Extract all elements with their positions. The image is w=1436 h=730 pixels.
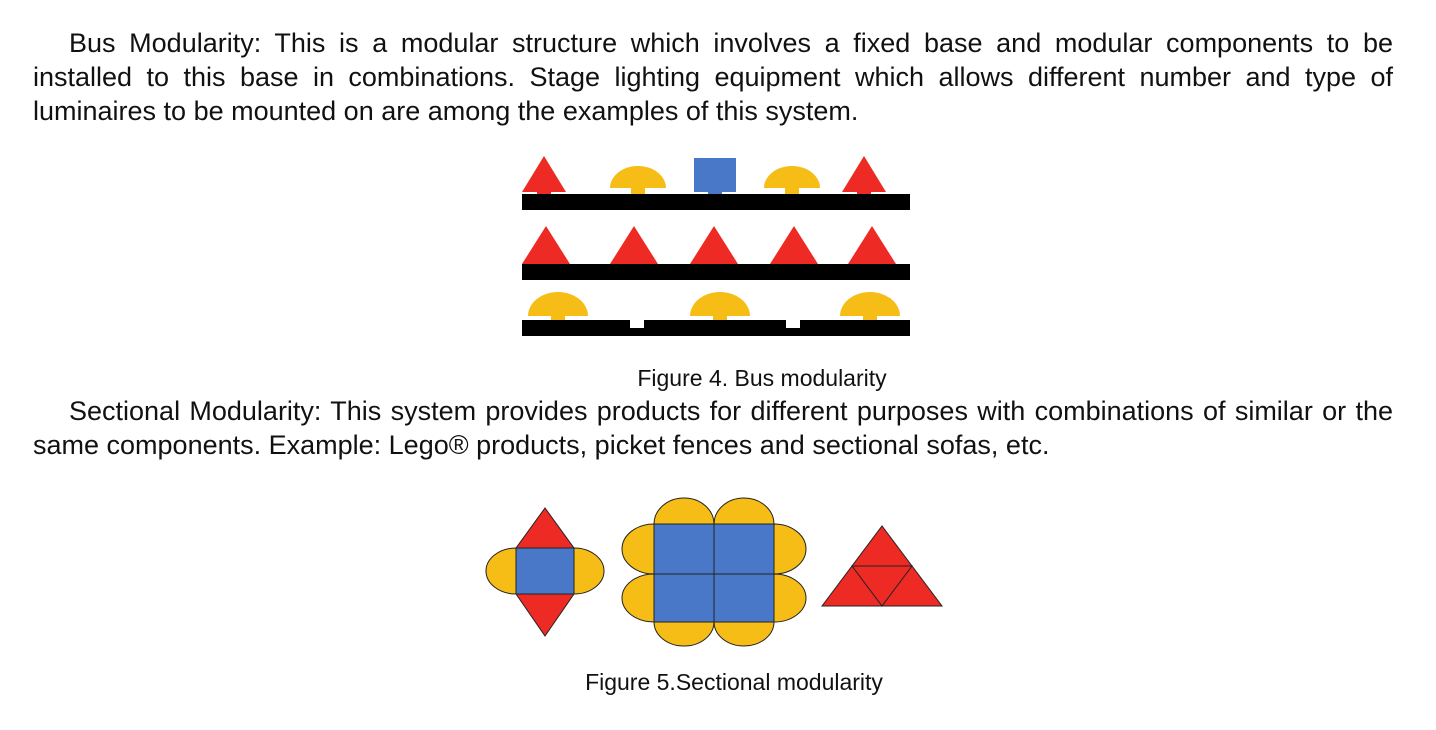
red-triangle-module xyxy=(770,226,818,264)
blue-square-module xyxy=(694,158,736,192)
blue-square-bottom-right xyxy=(713,573,775,623)
bus-base-bar xyxy=(522,320,910,336)
yellow-lobe-bottom-left xyxy=(653,621,715,647)
inner-triangle-lines xyxy=(851,565,913,607)
yellow-lobe-right-bottom xyxy=(773,573,807,623)
red-triangle-module xyxy=(522,156,566,192)
yellow-dome-module xyxy=(690,292,750,316)
red-triangle-top xyxy=(515,507,575,549)
paragraph-bus-modularity: Bus Modularity: This is a modular struct… xyxy=(33,26,1393,128)
yellow-dome-module xyxy=(610,166,666,188)
yellow-lobe-left-bottom xyxy=(621,573,655,623)
bus-base-bar xyxy=(522,194,910,210)
red-triangle-module xyxy=(522,226,570,264)
paragraph-sectional-modularity: Sectional Modularity: This system provid… xyxy=(33,394,1393,462)
figure-5-caption: Figure 5.Sectional modularity xyxy=(585,669,883,695)
red-triangle-module xyxy=(848,226,896,264)
yellow-lobe-right-top xyxy=(773,523,807,575)
yellow-dome-module xyxy=(764,166,820,188)
red-triangle-module xyxy=(610,226,658,264)
paragraph-sectional-text: Sectional Modularity: This system provid… xyxy=(33,396,1393,460)
red-triangle-module xyxy=(842,156,886,192)
yellow-lobe-bottom-right xyxy=(713,621,775,647)
yellow-lobe-top-right xyxy=(713,497,775,525)
sectional-modularity-figure xyxy=(485,497,943,647)
bus-base-bar xyxy=(522,264,910,280)
bus-row-3 xyxy=(522,292,910,336)
red-triangle-module xyxy=(690,226,738,264)
yellow-lobe-top-left xyxy=(653,497,715,525)
sectional-shape-triangle xyxy=(821,525,943,607)
blue-square-bottom-left xyxy=(653,573,715,623)
sectional-shape-quad xyxy=(621,497,807,647)
bus-row-2 xyxy=(522,226,910,280)
sectional-shape-diamond xyxy=(485,507,605,637)
yellow-dome-module xyxy=(528,292,588,316)
blue-square-top-right xyxy=(713,523,775,575)
paragraph-bus-text: Bus Modularity: This is a modular struct… xyxy=(33,28,1393,126)
figure-4-caption: Figure 4. Bus modularity xyxy=(637,365,887,391)
yellow-dome-module xyxy=(840,292,900,316)
bus-row-1 xyxy=(522,156,910,210)
red-triangle-bottom xyxy=(515,593,575,637)
yellow-half-oval-right xyxy=(573,547,605,595)
blue-square-top-left xyxy=(653,523,715,575)
yellow-half-oval-left xyxy=(485,547,517,595)
yellow-lobe-left-top xyxy=(621,523,655,575)
bus-modularity-figure xyxy=(522,156,910,336)
blue-square xyxy=(515,547,575,595)
